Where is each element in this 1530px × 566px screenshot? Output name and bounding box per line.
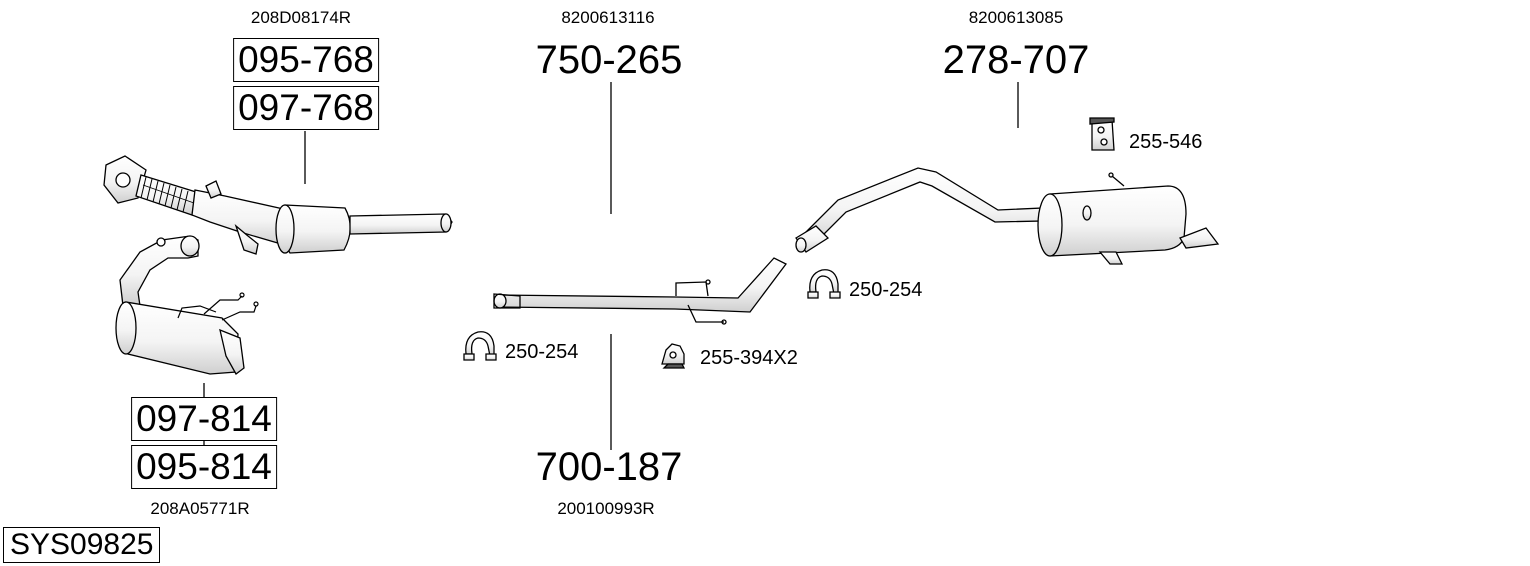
part-number-095-814[interactable]: 095-814 xyxy=(131,445,277,489)
oe-number-middle-bottom: 200100993R xyxy=(557,499,655,518)
catalytic-converter[interactable] xyxy=(115,235,259,375)
clamp-icon[interactable] xyxy=(807,269,841,299)
oe-number-rear-top: 8200613085 xyxy=(968,8,1064,27)
accessory-ref-clamp[interactable]: 250-254 xyxy=(505,341,579,363)
part-number-097-814[interactable]: 097-814 xyxy=(131,397,277,441)
part-number-095-768[interactable]: 095-768 xyxy=(233,38,379,82)
oe-number-catalyst-top: 208D08174R xyxy=(250,8,352,27)
oe-number-middle-top: 8200613116 xyxy=(561,8,655,27)
front-pipe-with-catalyst[interactable] xyxy=(103,155,453,255)
clamp-icon[interactable] xyxy=(463,331,497,361)
system-code: SYS09825 xyxy=(3,527,161,563)
rubber-mount-icon[interactable] xyxy=(1089,117,1115,151)
rear-silencer[interactable] xyxy=(795,167,1220,265)
part-number-700-187[interactable]: 700-187 xyxy=(535,445,683,489)
accessory-ref-rubber-hanger[interactable]: 255-394X2 xyxy=(700,347,798,369)
leader-lines xyxy=(203,82,1019,450)
part-number-278-707[interactable]: 278-707 xyxy=(942,38,1090,82)
accessory-ref-rubber-mount[interactable]: 255-546 xyxy=(1129,131,1203,153)
oe-number-catalyst-bottom: 208A05771R xyxy=(150,499,250,518)
part-number-750-265[interactable]: 750-265 xyxy=(535,38,683,82)
rubber-hanger-icon[interactable] xyxy=(661,343,686,369)
middle-pipe[interactable] xyxy=(493,257,787,325)
part-number-097-768[interactable]: 097-768 xyxy=(233,86,379,130)
accessory-ref-clamp[interactable]: 250-254 xyxy=(849,279,923,301)
